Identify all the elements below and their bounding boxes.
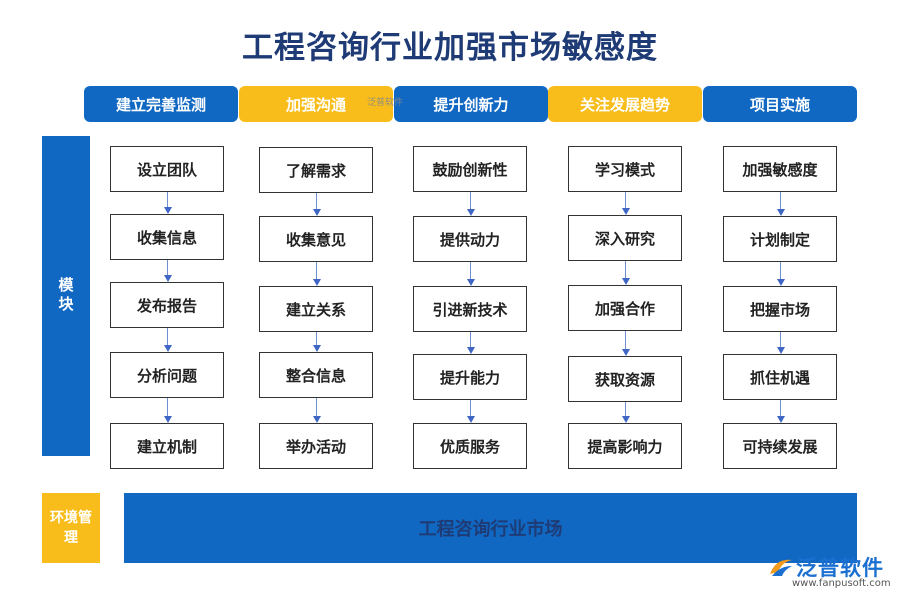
header-monitoring: 建立完善监测 <box>84 86 238 122</box>
header-implementation: 项目实施 <box>703 86 857 122</box>
flow-node: 收集意见 <box>259 216 373 262</box>
logo-name: 泛普软件 <box>796 556 884 580</box>
logo-url: www.fanpusoft.com <box>792 578 891 589</box>
flow-arrow-head <box>163 416 172 423</box>
flow-arrow-line <box>316 398 317 416</box>
flow-arrow-head <box>163 207 172 214</box>
flow-arrow-head <box>312 279 321 286</box>
flow-arrow-line <box>625 261 626 278</box>
flow-arrow-line <box>470 192 471 209</box>
flow-arrow-line <box>167 260 168 275</box>
flow-arrow-head <box>312 209 321 216</box>
flow-arrow-head <box>776 347 785 354</box>
flow-node: 提供动力 <box>413 216 527 262</box>
flow-arrow-head <box>466 209 475 216</box>
flow-arrow-head <box>466 416 475 423</box>
flow-arrow-head <box>621 416 630 423</box>
flow-arrow-line <box>625 402 626 416</box>
logo-icon <box>770 559 792 576</box>
flow-node: 加强敏感度 <box>723 146 837 192</box>
logo: 泛普软件 www.fanpusoft.com <box>768 552 891 592</box>
flow-arrow-line <box>167 192 168 207</box>
flow-node: 优质服务 <box>413 423 527 469</box>
flow-arrow-head <box>163 345 172 352</box>
flow-arrow-line <box>316 193 317 209</box>
watermark: 泛普软件 <box>367 98 404 108</box>
flow-arrow-head <box>621 349 630 356</box>
flow-arrow-head <box>776 279 785 286</box>
flow-arrow-head <box>621 208 630 215</box>
flow-node: 举办活动 <box>259 423 373 469</box>
flow-arrow-head <box>621 278 630 285</box>
flow-node: 建立机制 <box>110 423 224 469</box>
flow-node: 鼓励创新性 <box>413 146 527 192</box>
flow-arrow-head <box>163 275 172 282</box>
flow-arrow-head <box>466 279 475 286</box>
environment-side-label: 环境管理 <box>42 493 100 563</box>
flow-arrow-line <box>780 262 781 279</box>
header-communication: 加强沟通 <box>239 86 393 122</box>
flow-arrow-line <box>316 332 317 345</box>
market-bar: 工程咨询行业市场 <box>124 493 857 563</box>
flow-node: 建立关系 <box>259 286 373 332</box>
flow-node: 抓住机遇 <box>723 354 837 400</box>
flow-arrow-line <box>470 332 471 347</box>
flow-node: 设立团队 <box>110 146 224 192</box>
flow-arrow-line <box>780 332 781 347</box>
flow-arrow-head <box>312 416 321 423</box>
flow-arrow-line <box>625 331 626 349</box>
flow-arrow-line <box>167 328 168 345</box>
flow-node: 深入研究 <box>568 215 682 261</box>
flow-arrow-line <box>780 192 781 209</box>
module-side-label: 模块 <box>42 136 90 456</box>
flow-arrow-line <box>625 192 626 208</box>
flow-arrow-line <box>470 400 471 416</box>
flow-node: 提高影响力 <box>568 423 682 469</box>
flow-arrow-head <box>776 416 785 423</box>
flow-node: 发布报告 <box>110 282 224 328</box>
flow-arrow-line <box>316 262 317 279</box>
flow-arrow-head <box>776 209 785 216</box>
flow-node: 整合信息 <box>259 352 373 398</box>
diagram-title: 工程咨询行业加强市场敏感度 <box>242 30 658 66</box>
flow-arrow-head <box>312 345 321 352</box>
flow-node: 了解需求 <box>259 147 373 193</box>
flow-node: 提升能力 <box>413 354 527 400</box>
flow-node: 把握市场 <box>723 286 837 332</box>
flow-node: 获取资源 <box>568 356 682 402</box>
flow-arrow-head <box>466 347 475 354</box>
flow-node: 引进新技术 <box>413 286 527 332</box>
flow-node: 收集信息 <box>110 214 224 260</box>
header-innovation: 提升创新力 <box>394 86 548 122</box>
header-trends: 关注发展趋势 <box>548 86 702 122</box>
flow-node: 可持续发展 <box>723 423 837 469</box>
flow-node: 计划制定 <box>723 216 837 262</box>
flow-arrow-line <box>167 398 168 416</box>
flow-node: 学习模式 <box>568 146 682 192</box>
flow-arrow-line <box>470 262 471 279</box>
flow-node: 分析问题 <box>110 352 224 398</box>
flow-node: 加强合作 <box>568 285 682 331</box>
flow-arrow-line <box>780 400 781 416</box>
